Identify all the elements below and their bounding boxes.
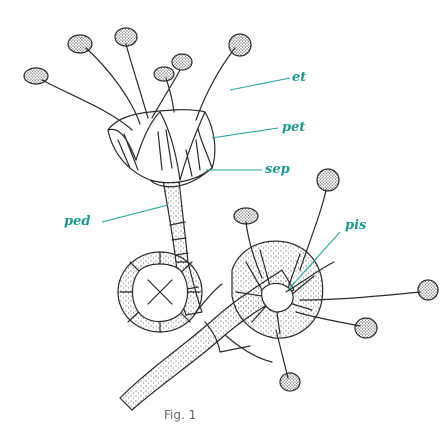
lower-flower bbox=[231, 189, 421, 379]
label-et: et bbox=[292, 70, 307, 85]
leader-pet bbox=[211, 127, 279, 139]
flower-bud bbox=[117, 251, 203, 333]
label-pet: pet bbox=[282, 120, 306, 135]
leader-et bbox=[229, 77, 291, 91]
anthers-lower bbox=[233, 168, 439, 392]
leader-ped bbox=[101, 204, 169, 223]
figure-caption: Fig. 1 bbox=[164, 408, 197, 422]
label-ped: ped bbox=[64, 214, 91, 229]
label-pis: pis bbox=[345, 218, 367, 233]
anthers-upper bbox=[23, 27, 252, 85]
leader-lines bbox=[101, 77, 341, 291]
label-sep: sep bbox=[265, 162, 290, 177]
pedicel bbox=[162, 179, 189, 263]
leader-pis bbox=[287, 231, 341, 291]
upper-flower bbox=[41, 43, 236, 188]
